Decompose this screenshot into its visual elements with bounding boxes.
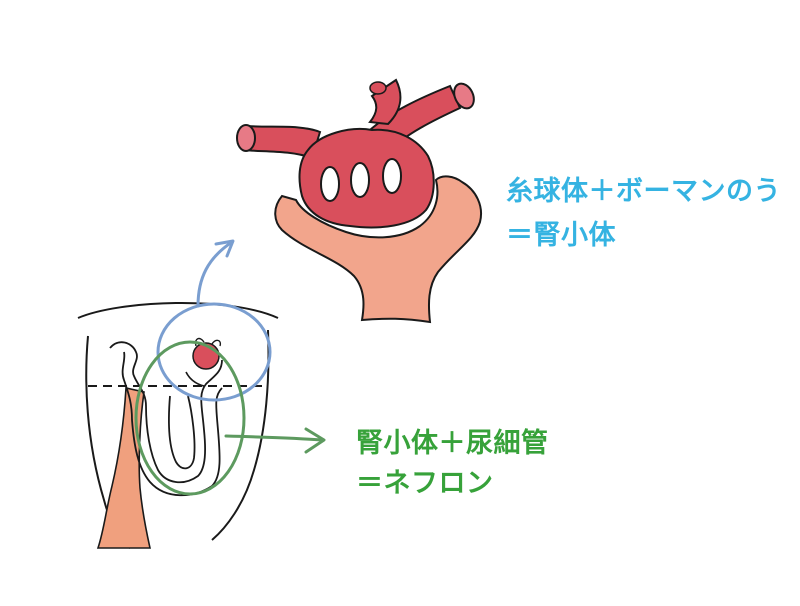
blue-circle — [156, 302, 272, 402]
blue-highlight — [156, 239, 272, 402]
renal-corpuscle-label-line1: 糸球体＋ボーマンのう — [506, 176, 781, 207]
kidney-section — [77, 301, 279, 549]
loop-of-henle — [167, 395, 196, 470]
capillary-loop-3 — [382, 158, 402, 194]
afferent-arteriole — [242, 124, 322, 160]
capillary-loop-1 — [320, 166, 340, 202]
arrow-right-icon — [224, 434, 324, 442]
green-highlight — [134, 340, 326, 496]
renal-corpuscle-label-line2: ＝腎小体 — [506, 220, 616, 251]
arteriole-loop — [368, 78, 402, 126]
renal-corpuscle-enlarged — [236, 78, 482, 324]
bowman-capsule — [274, 175, 482, 324]
nephron-label-line2: ＝ネフロン — [356, 468, 494, 499]
green-circle — [134, 340, 246, 496]
arrow-up-right-icon — [196, 240, 234, 308]
capillary-loop-2 — [350, 162, 370, 198]
nephron-label-line1: 腎小体＋尿細管 — [356, 428, 549, 459]
proximal-tubule — [109, 341, 223, 497]
